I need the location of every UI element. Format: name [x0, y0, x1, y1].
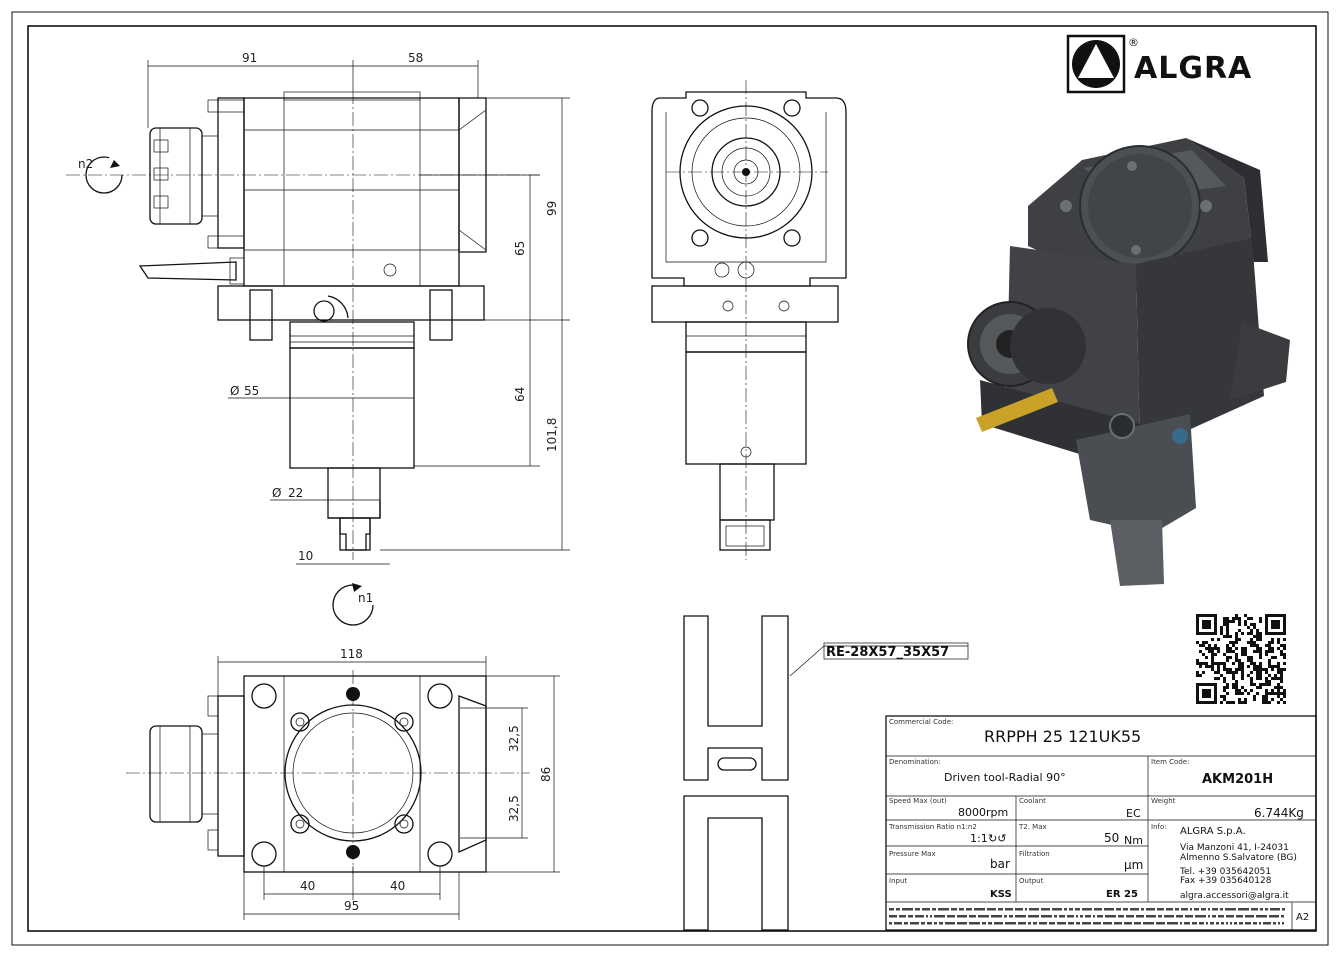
fax: Fax +39 035640128 [1180, 876, 1272, 886]
coolant: EC [1126, 807, 1141, 820]
inner-border [27, 25, 1317, 932]
ratio-rotation-icon: ↻↺ [988, 832, 1006, 845]
profile-section: RE-28X57_35X57 [683, 615, 969, 931]
fine-print [889, 908, 1285, 925]
dim-diameter-symbol: Ø [272, 486, 281, 500]
pressure-unit: bar [990, 857, 1010, 871]
dim-hole-spacing-left: 40 [300, 879, 315, 893]
torque-label: T2. Max [1018, 823, 1047, 831]
torque-unit: Nm [1124, 834, 1143, 847]
side-view [651, 80, 847, 560]
coolant-label: Coolant [1019, 797, 1046, 805]
sheet-size: A2 [1296, 912, 1309, 923]
rotation-arrow-icon [85, 156, 123, 194]
dim-depth-total: 86 [539, 767, 553, 782]
pressure-label: Pressure Max [889, 850, 936, 858]
dim-width-right: 58 [408, 51, 423, 65]
dim-height-lower: 101,8 [545, 418, 559, 452]
top-view: 118 86 32,5 32,5 40 40 95 [126, 647, 560, 920]
speed-label: Speed Max (out) [889, 797, 947, 805]
item-code: AKM201H [1202, 772, 1273, 787]
denomination: Driven tool-Radial 90° [944, 771, 1066, 784]
commercial-code: RRPPH 25 121UK55 [984, 727, 1141, 746]
dim-height-shank: 64 [513, 387, 527, 402]
product-render [967, 138, 1290, 586]
title-block: Commercial Code: RRPPH 25 121UK55 Denomi… [885, 715, 1317, 931]
ratio: 1:1 [970, 832, 988, 845]
dim-height-upper: 65 [513, 241, 527, 256]
dim-hole-spacing-right: 40 [390, 879, 405, 893]
profile-callout: RE-28X57_35X57 [826, 645, 949, 660]
outer-border [11, 11, 1329, 946]
info-label: Info: [1151, 823, 1167, 831]
denomination-label: Denomination: [889, 758, 941, 766]
input: KSS [990, 889, 1012, 900]
dim-half-depth-bottom: 32,5 [507, 795, 521, 822]
rotation-arrow-icon [332, 583, 374, 626]
dim-diameter-symbol: Ø [230, 384, 239, 398]
address-line-2: Almenno S.Salvatore (BG) [1180, 853, 1297, 863]
torque: 50 [1104, 831, 1119, 845]
company: ALGRA S.p.A. [1180, 826, 1246, 837]
front-view: n2 n1 91 58 99 65 64 101,8 Ø 55 Ø 22 10 [66, 51, 570, 626]
dim-base-width: 95 [344, 899, 359, 913]
address-line-1: Via Manzoni 41, I-24031 [1180, 843, 1289, 853]
email: algra.accessori@algra.it [1180, 891, 1289, 901]
weight: 6.744Kg [1254, 806, 1304, 820]
dim-half-depth-top: 32,5 [507, 725, 521, 752]
dim-shank-tip: 10 [298, 549, 313, 563]
dim-width-left: 91 [242, 51, 257, 65]
ratio-label: Transmission Ratio n1:n2 [888, 823, 977, 831]
rotation-output-label: n2 [78, 157, 93, 171]
rotation-input-label: n1 [358, 591, 373, 605]
dim-diameter-shank: 22 [288, 486, 303, 500]
item-code-label: Item Code: [1151, 758, 1189, 766]
speed: 8000rpm [958, 806, 1008, 819]
output: ER 25 [1106, 889, 1138, 900]
brand-name: ALGRA [1134, 51, 1252, 86]
brand-registered: ® [1128, 36, 1139, 49]
filtration-unit: µm [1124, 858, 1143, 872]
brand-logo: ® ALGRA [1066, 34, 1252, 94]
input-label: Input [889, 877, 907, 885]
filtration-label: Filtration [1019, 850, 1050, 858]
dim-height-total: 99 [545, 201, 559, 216]
commercial-code-label: Commercial Code: [889, 718, 953, 726]
phone: Tel. +39 035642051 [1179, 867, 1271, 877]
dim-width-total: 118 [340, 647, 363, 661]
weight-label: Weight [1151, 797, 1176, 805]
qr-code-icon [1196, 614, 1286, 704]
dim-diameter-body: 55 [244, 384, 259, 398]
output-label: Output [1019, 877, 1044, 885]
